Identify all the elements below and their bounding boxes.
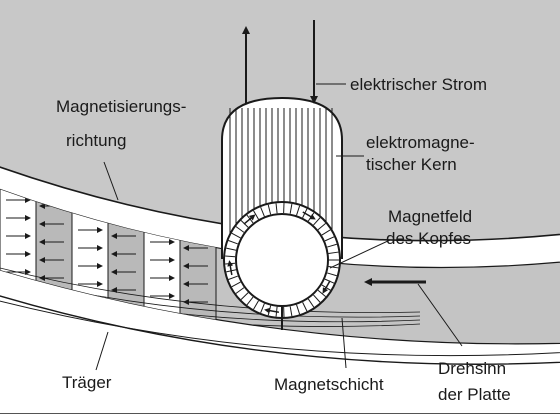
ring-hatch-line xyxy=(231,232,241,239)
label-core-line2: tischer Kern xyxy=(366,155,457,174)
ring-hatch-line xyxy=(240,292,249,300)
carrier-outline xyxy=(0,295,560,365)
field-arrow xyxy=(227,260,234,276)
label-rotation-line1: Drehsinn xyxy=(438,359,506,378)
label-magnetization-line1: Magnetisierungs- xyxy=(56,97,186,116)
ring-hatch-line xyxy=(313,294,321,303)
ring-hatch-line xyxy=(302,302,308,312)
field-arrow xyxy=(243,214,256,225)
ring-hatch-line xyxy=(321,229,331,236)
ring-hatch-line xyxy=(296,205,301,216)
ring-hatch-line xyxy=(225,255,236,258)
field-arrow xyxy=(302,211,316,220)
ring-hatch-line xyxy=(296,304,301,315)
label-layer: Magnetschicht xyxy=(274,375,384,394)
layer-inner-line xyxy=(0,300,560,357)
ring-hatch-line xyxy=(228,240,239,245)
ring-hatch-line xyxy=(235,226,245,233)
ring-hatch-line xyxy=(307,298,315,308)
label-carrier: Träger xyxy=(62,373,112,392)
ring-hatch-line xyxy=(313,217,321,226)
ring-hatch-line xyxy=(253,210,259,220)
head-ring-inner xyxy=(235,213,329,307)
label-field-line2: des Kopfes xyxy=(386,229,471,248)
ring-hatch-line xyxy=(226,247,237,251)
field-arrow xyxy=(264,307,280,314)
ring-hatch-line xyxy=(328,251,339,254)
ring-hatch-line xyxy=(328,266,339,269)
ring-hatch-line xyxy=(231,281,241,288)
ring-hatch-line xyxy=(289,203,293,214)
ring-hatch-line xyxy=(253,300,259,310)
ring-hatch-line xyxy=(327,243,337,248)
label-field-line1: Magnetfeld xyxy=(388,207,472,226)
field-arrow xyxy=(322,280,331,294)
leader-carrier xyxy=(95,331,109,371)
ring-hatch-line xyxy=(324,236,335,242)
leader-layer xyxy=(341,317,347,369)
ring-hatch-line xyxy=(317,222,326,231)
leader-magnetization xyxy=(103,161,119,201)
ring-hatch-line xyxy=(246,296,254,306)
label-rotation-line2: der Platte xyxy=(438,385,511,404)
ring-hatch-line xyxy=(289,306,293,317)
label-magnetization-line2: richtung xyxy=(66,131,126,150)
label-current: elektrischer Strom xyxy=(350,75,487,94)
leader-rotation xyxy=(417,283,463,347)
ring-hatch-line xyxy=(327,272,337,277)
label-core-line1: elektromagne- xyxy=(366,133,475,152)
ring-hatch-line xyxy=(275,203,278,214)
leader-field xyxy=(329,239,391,269)
track-line xyxy=(0,267,421,314)
ring-hatch-line xyxy=(235,287,245,294)
ring-hatch-line xyxy=(260,303,265,314)
ring-hatch-line xyxy=(267,204,272,215)
ring-hatch-line xyxy=(260,206,265,217)
field-arrows xyxy=(227,211,331,314)
write-head xyxy=(221,20,343,330)
ring-hatch-line xyxy=(228,275,239,280)
ring-hatch-line xyxy=(317,289,326,298)
